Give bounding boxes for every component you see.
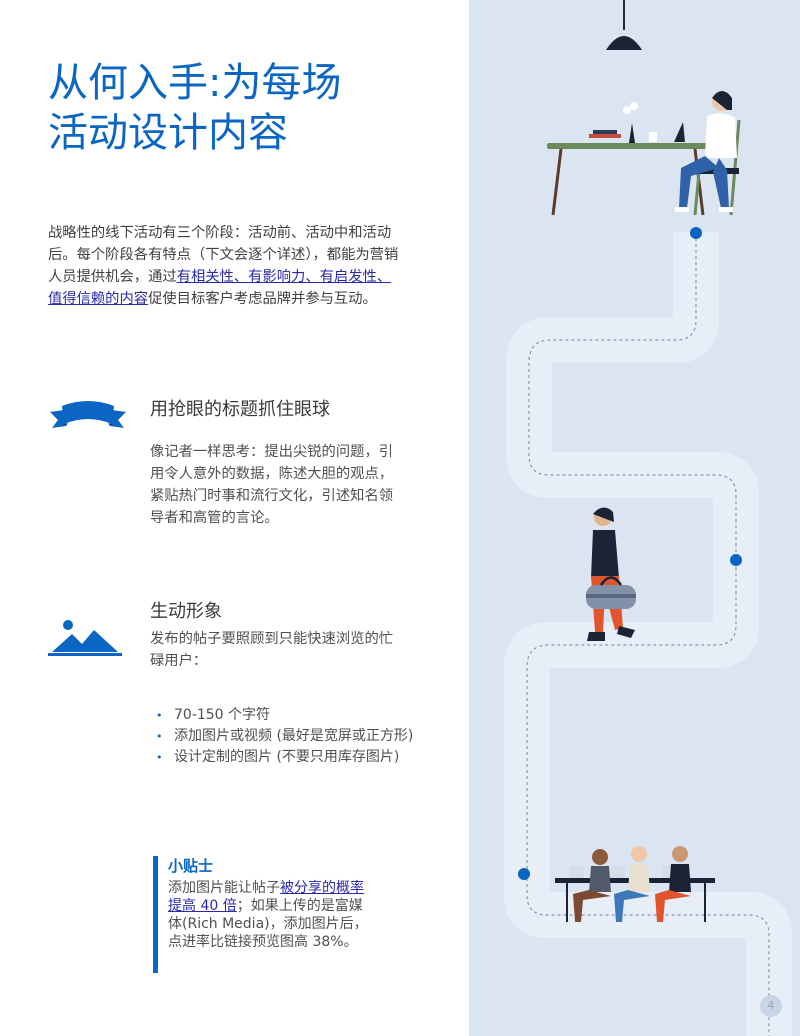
page-number-badge <box>760 995 782 1017</box>
tip-text-after: ；如果上传的是富媒体(Rich Media)，添加图片后，点进率比链接预览图高 … <box>168 898 368 950</box>
winding-road <box>504 232 792 1036</box>
bullet-item: 70-150 个字符 <box>154 705 413 726</box>
section-headline-title: 用抢眼的标题抓住眼球 <box>150 399 330 420</box>
tip-body: 添加图片能让帖子被分享的概率提高 40 倍；如果上传的是富媒体(Rich Med… <box>168 879 370 951</box>
desk-worker-illustration <box>547 91 741 216</box>
section-headline-body: 像记者一样思考：提出尖锐的问题，引用令人意外的数据，陈述大胆的观点，紧贴热门时事… <box>150 444 394 526</box>
bullet-item: 设计定制的图片 (不要只用库存图片) <box>154 747 413 768</box>
section-visual-body: 发布的帖子要照顾到只能快速浏览的忙碌用户： <box>150 631 394 669</box>
journey-path-illustration <box>504 0 792 1036</box>
mountain-image-icon <box>48 618 124 662</box>
tip-text-before: 添加图片能让帖子 <box>168 880 280 896</box>
ribbon-banner-icon <box>48 396 128 440</box>
milestone-dot-3 <box>518 868 530 880</box>
bullet-list: 70-150 个字符 添加图片或视频 (最好是宽屏或正方形) 设计定制的图片 (… <box>154 705 413 768</box>
milestone-dot-1 <box>690 227 702 239</box>
intro-content-link[interactable]: 有相关性、有影响力、有启发性、值得信赖的内容 <box>48 269 392 307</box>
intro-text-before: 战略性的线下活动有三个阶段：活动前、活动中和活动后。每个阶段各有特点（下文会逐个… <box>48 225 399 285</box>
journey-illustration-panel <box>469 0 800 1036</box>
title-line-1: 从何入手:为每场 <box>48 60 342 106</box>
intro-paragraph: 战略性的线下活动有三个阶段：活动前、活动中和活动后。每个阶段各有特点（下文会逐个… <box>48 222 404 310</box>
page-number: 4 <box>767 999 775 1012</box>
dotted-route <box>526 232 770 1036</box>
section-visual-title: 生动形象 <box>150 601 222 622</box>
tip-share-link[interactable]: 被分享的概率提高 40 倍 <box>168 880 364 914</box>
milestone-dot-2 <box>730 554 742 566</box>
lamp-icon <box>606 0 642 50</box>
meeting-table-illustration <box>555 846 715 922</box>
tip-title: 小贴士 <box>168 857 214 875</box>
walking-person-illustration <box>586 507 636 641</box>
tip-accent-bar <box>153 856 158 973</box>
title-line-2: 活动设计内容 <box>48 110 288 156</box>
page-title: 从何入手:为每场 活动设计内容 <box>48 58 448 158</box>
intro-text-after: 促使目标客户考虑品牌并参与互动。 <box>148 291 377 307</box>
bullet-item: 添加图片或视频 (最好是宽屏或正方形) <box>154 726 413 747</box>
